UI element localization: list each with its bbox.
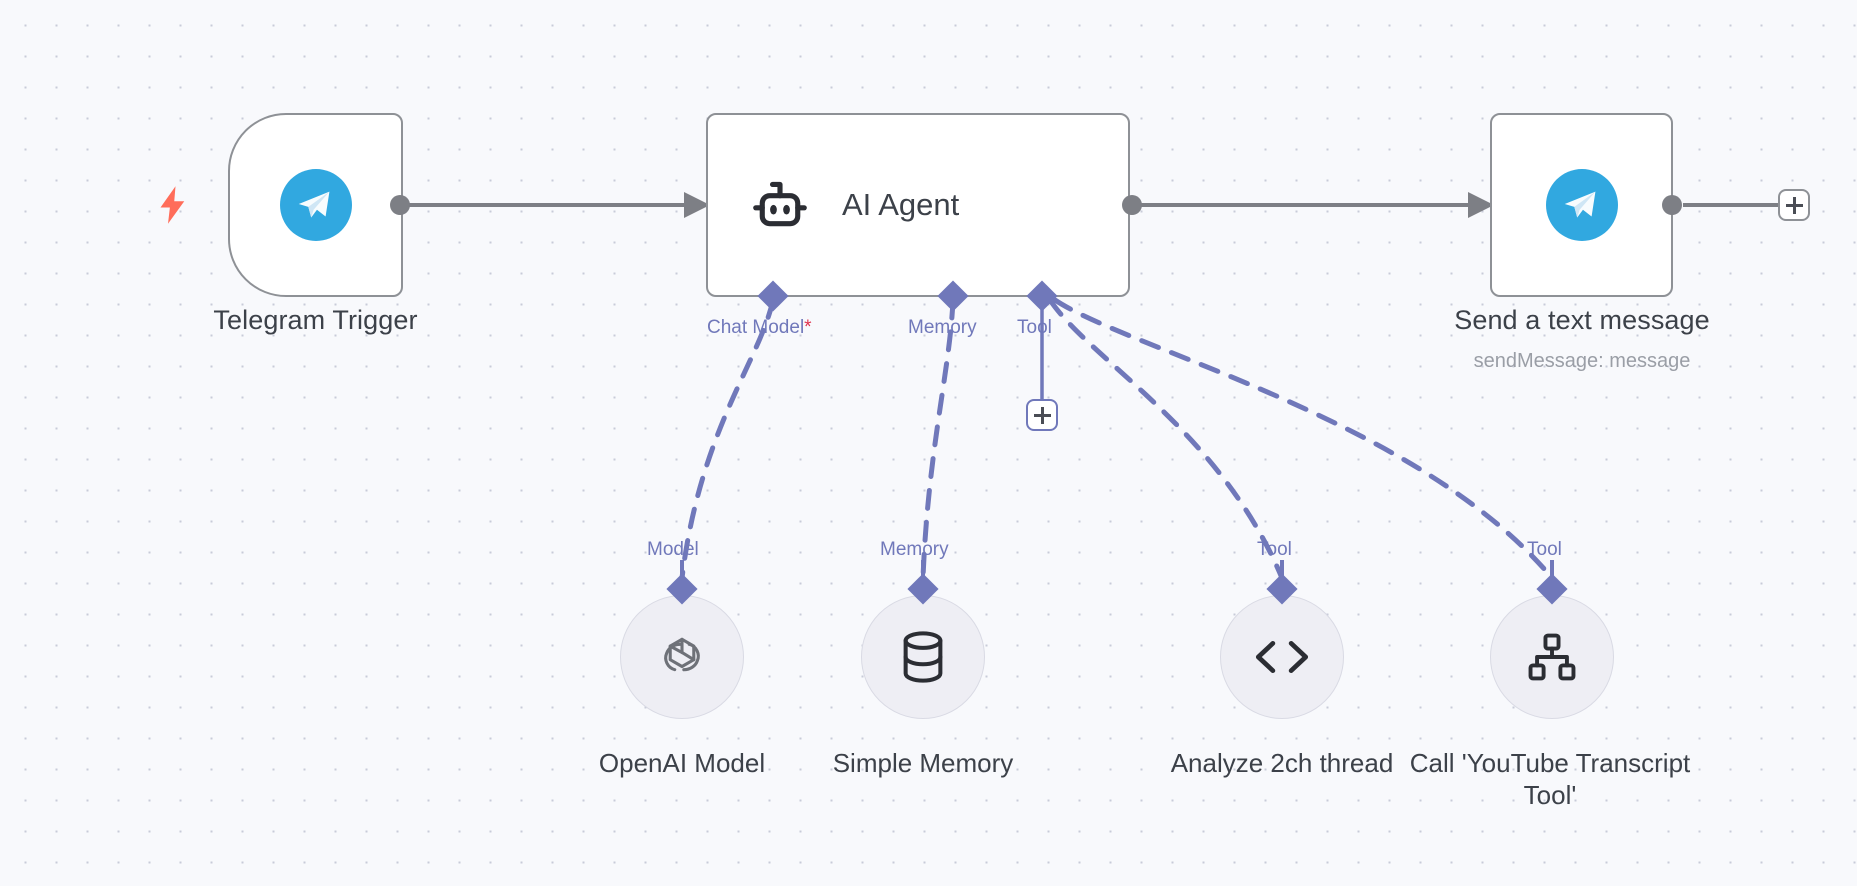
telegram-icon [279,169,352,241]
edge-tool-to-youtubetool [1052,297,1555,581]
port-label-memory: Memory [908,317,977,338]
node-inline-label-ai-agent: AI Agent [842,187,960,222]
subnode-port-label-analyze-2ch: Tool [1257,539,1292,560]
trigger-bolt-icon [158,186,188,229]
subnode-openai-model[interactable] [620,595,744,719]
port-label-tool: Tool [1017,317,1052,338]
subnode-title-analyze-2ch: Analyze 2ch thread [1170,748,1394,778]
edge-tool-to-analyze2ch [1047,297,1285,581]
telegram-icon [1545,169,1618,241]
plus-icon [1033,406,1051,424]
required-asterisk: * [804,317,812,338]
sitemap-icon [1528,633,1576,681]
subnode-simple-memory[interactable] [861,595,985,719]
output-port-ai-agent[interactable] [1122,195,1142,215]
node-send-a-text-message[interactable] [1490,113,1673,297]
node-title-telegram-trigger: Telegram Trigger [213,305,418,335]
subnode-port-label-simple-memory: Memory [880,539,949,560]
database-icon [903,631,943,683]
node-subtitle-send-a-text-message: sendMessage: message [1473,350,1691,372]
code-brackets-icon [1255,640,1309,674]
subnode-analyze-2ch[interactable] [1220,595,1344,719]
output-port-send-a-text-message[interactable] [1662,195,1682,215]
subnode-title-youtube-tool: Call 'YouTube Transcript Tool' [1409,748,1691,810]
subnode-port-label-youtube-tool: Tool [1527,539,1562,560]
add-next-node-button[interactable] [1778,189,1810,221]
subnode-title-openai-model: OpenAI Model [598,748,766,778]
edge-chatmodel-to-openai [679,297,776,581]
robot-icon [750,177,810,233]
port-label-chat-model: Chat Model* [707,317,812,339]
output-port-telegram-trigger[interactable] [390,195,410,215]
subnode-port-label-openai-model: Model [647,539,699,560]
subnode-title-simple-memory: Simple Memory [832,748,1014,778]
subnode-youtube-tool[interactable] [1490,595,1614,719]
openai-icon [664,637,700,672]
add-tool-button[interactable] [1026,399,1058,431]
port-label-chat-model-text: Chat Model [707,317,805,338]
edge-memory-to-simplememory [920,297,956,581]
plus-icon [1785,196,1803,214]
node-ai-agent[interactable]: AI Agent [706,113,1130,297]
node-title-send-a-text-message: Send a text message [1454,305,1710,335]
node-telegram-trigger[interactable] [228,113,403,297]
